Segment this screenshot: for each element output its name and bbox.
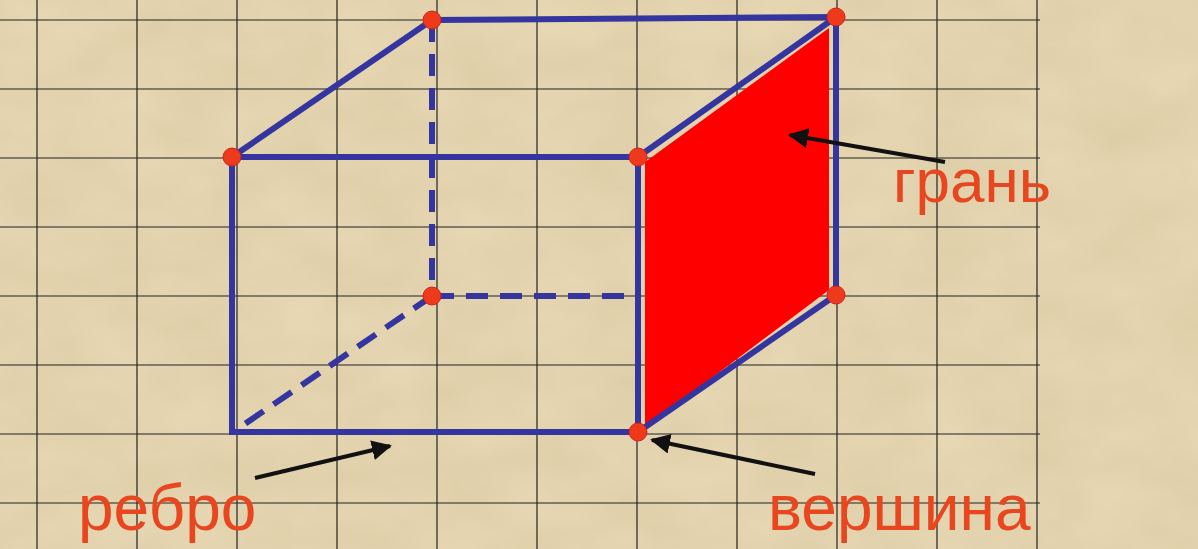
grid-lines [0,0,1040,549]
vertex-dot [629,148,647,166]
cube-edge [432,17,836,20]
callout-label: ребро [78,476,256,540]
vertex-dot [223,148,241,166]
grid-line [936,0,937,549]
grid-line [436,0,437,549]
hidden-edge [429,20,435,296]
cube-edge [833,17,839,295]
grid-line [536,0,537,549]
grid-line [136,0,137,549]
grid-line [1036,0,1037,549]
grid-line [36,0,37,549]
vertex-dots [223,8,845,441]
cube-edge [232,20,432,157]
leader-arrow [652,440,815,474]
grid-line [0,295,1040,296]
vertex-dot [827,8,845,26]
cube-edges [232,17,836,432]
hidden-edge [432,293,638,299]
leader-arrows [255,135,945,478]
grid-line [836,0,837,549]
callout-label: грань [893,150,1051,212]
leader-arrow [255,446,390,478]
vertex-dot [423,11,441,29]
hidden-edge [236,296,432,430]
grid-line [0,88,1040,89]
callout-label: вершина [768,476,1031,540]
vertex-dot [629,423,647,441]
vertex-dot [827,286,845,304]
vertex-dot [423,287,441,305]
grid-line [0,226,1040,227]
grid-line [0,364,1040,365]
cube-edge [638,295,836,432]
grid-line [236,0,237,549]
